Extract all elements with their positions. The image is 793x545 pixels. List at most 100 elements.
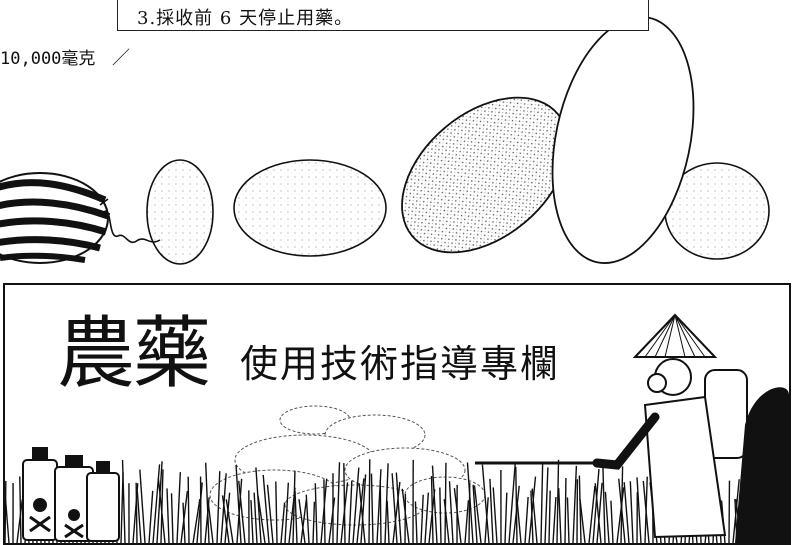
grass-blade (395, 472, 402, 543)
dosage-text: 10,000毫克 (0, 49, 96, 69)
grass-blade (148, 490, 154, 543)
grass-blade (473, 485, 482, 543)
grass-blade (216, 471, 221, 543)
grass-blade (557, 487, 562, 543)
grass-blade (524, 496, 529, 543)
grass-blade (376, 469, 382, 543)
grass-blade (182, 502, 186, 543)
grass-blade (305, 494, 310, 543)
grass-blade (420, 494, 424, 543)
grass-blade (224, 492, 231, 543)
grass-blade (284, 482, 290, 543)
grass-blade (358, 483, 366, 543)
grass-blade (235, 465, 242, 543)
grass-blade (266, 484, 274, 543)
grass-blade (466, 462, 474, 543)
grass-blade (5, 497, 10, 543)
grass-blade (594, 483, 602, 543)
grass-blade (453, 488, 462, 543)
grass-blade (348, 480, 353, 543)
grass-blade (250, 500, 254, 543)
grass-blade (544, 467, 549, 543)
grass-blade (391, 473, 398, 543)
grass-blade (336, 462, 341, 543)
grass-blade (221, 495, 230, 543)
grass-blade (343, 463, 346, 543)
grass-blade (292, 470, 296, 543)
grass-blade (300, 499, 308, 543)
grass-blade (238, 480, 246, 543)
spraying-farmer-illustration (475, 313, 789, 543)
instruction-box: 3.採收前 6 天停止用藥。 (117, 0, 649, 31)
grass-blade (205, 462, 210, 543)
grass-blade (592, 469, 600, 543)
grass-blade (386, 500, 390, 543)
grass-blade (262, 474, 270, 543)
grass-blade (636, 477, 642, 543)
grass-blade (368, 459, 371, 543)
grass-blade (492, 487, 498, 543)
banner-art (5, 313, 789, 543)
grass-blade (280, 502, 286, 543)
grass-blade (275, 481, 278, 543)
grass-blade (448, 481, 454, 543)
grass-blade (356, 478, 365, 543)
grass-blade (642, 480, 650, 543)
grass-blade (176, 472, 182, 543)
grass-blade (472, 484, 478, 543)
melon-illustration (233, 159, 387, 257)
grass-blade (152, 464, 161, 543)
grass-blade (548, 490, 551, 543)
grass-blade (323, 479, 326, 543)
grass-blade (444, 462, 447, 543)
grass-blade (616, 487, 625, 543)
grass-blade (431, 465, 438, 543)
grass-blade (135, 482, 138, 543)
grass-blade (139, 469, 146, 543)
grass-blade (225, 499, 234, 543)
grass-blade (379, 480, 382, 543)
grass-blade (504, 492, 508, 543)
column-banner: 農藥 使用技術指導專欄 (3, 283, 791, 545)
grass-blade (566, 497, 570, 543)
grass-blade (136, 491, 142, 543)
grass-blade (610, 500, 614, 543)
grass-blade (384, 463, 389, 543)
spray-cloud-illustration (209, 405, 486, 526)
grass-blade (464, 500, 470, 543)
grass-blade (604, 491, 610, 543)
grass-blade (19, 476, 22, 543)
grass-blade (5, 480, 7, 543)
grass-blade (298, 499, 306, 543)
grass-blade (578, 475, 582, 543)
grass-blade (424, 492, 430, 543)
grass-blade (618, 478, 626, 543)
grass-blade (508, 463, 516, 543)
grass-blade (294, 490, 298, 543)
grass-blade (516, 499, 522, 543)
grass-blade (489, 478, 494, 543)
grass-blade (187, 476, 190, 543)
grass-blade (430, 476, 434, 543)
melon-illustration (146, 159, 214, 265)
grass-blade (121, 459, 126, 543)
grass-blade (531, 488, 538, 543)
grass-blade (552, 497, 557, 543)
grass-blade (192, 498, 201, 543)
grass-blade (257, 495, 266, 543)
grass-blade (443, 499, 450, 543)
grass-blade (588, 485, 596, 543)
melon-illustration (0, 16, 770, 265)
banner-title-pesticide: 農藥 (57, 309, 211, 399)
grass-blade (132, 483, 139, 543)
grass-blade (596, 482, 603, 543)
grass-blade (515, 466, 518, 543)
dosage-slash: ／ (112, 48, 130, 69)
grass-blade (572, 465, 578, 543)
grass-blade (204, 497, 210, 543)
grass-blade (602, 463, 606, 543)
grass-blade (556, 459, 560, 543)
grass-blade (360, 474, 367, 543)
grass-blade (312, 501, 316, 543)
grass-blade (481, 464, 490, 543)
